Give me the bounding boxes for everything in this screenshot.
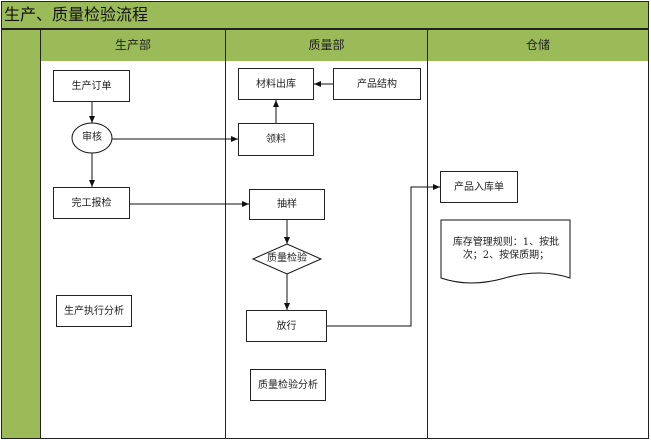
node-quality-analysis: 质量检验分析 [250, 369, 326, 401]
node-release: 放行 [246, 310, 327, 342]
node-material-pick: 领料 [238, 123, 314, 156]
diagram-title: 生产、质量检验流程 [1, 1, 649, 29]
arrow-release-to-receipt [327, 184, 440, 327]
left-strip [1, 29, 41, 439]
inventory-rules-document [440, 219, 571, 284]
lane-production [40, 61, 226, 439]
node-product-structure: 产品结构 [333, 68, 421, 100]
node-warehouse-receipt: 产品入库单 [440, 171, 518, 203]
node-material-issue: 材料出库 [238, 68, 314, 100]
node-production-analysis: 生产执行分析 [56, 295, 132, 327]
node-sampling: 抽样 [249, 189, 325, 220]
node-quality-inspection: 质量检验 [267, 253, 307, 264]
node-production-order: 生产订单 [53, 70, 130, 102]
node-completion-inspection: 完工报检 [53, 187, 130, 219]
review-ellipse [71, 122, 113, 154]
node-inventory-rules: 库存管理规则：1、按批次；2、按保质期； [452, 237, 560, 261]
inspection-diamond [251, 243, 323, 275]
node-review: 审核 [82, 132, 102, 143]
